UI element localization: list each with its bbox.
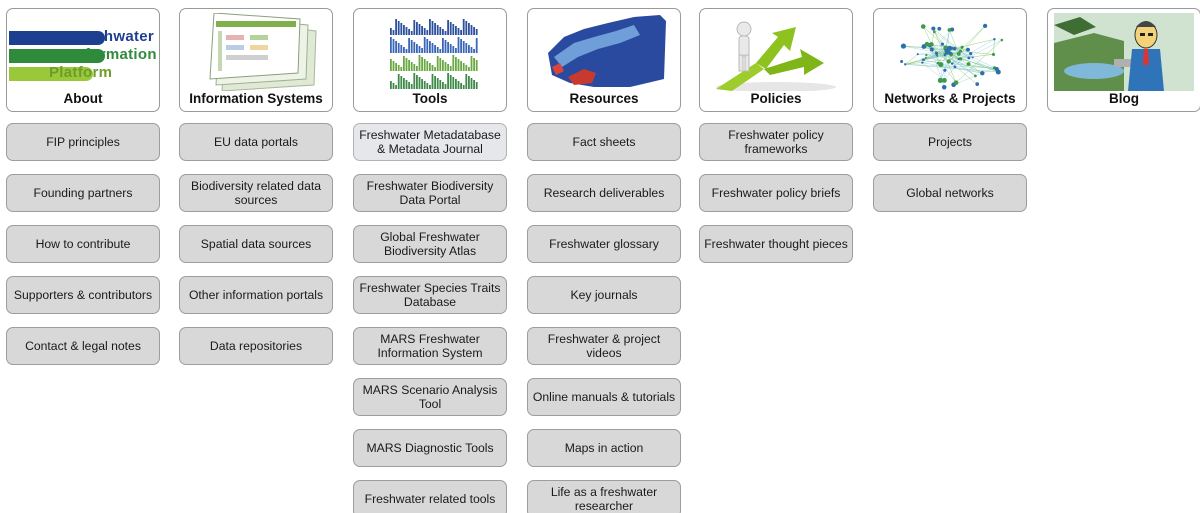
link-mars-diagnostic-tools[interactable]: MARS Diagnostic Tools	[353, 429, 507, 467]
link-policy-briefs[interactable]: Freshwater policy briefs	[699, 174, 853, 212]
link-global-networks[interactable]: Global networks	[873, 174, 1027, 212]
link-fact-sheets[interactable]: Fact sheets	[527, 123, 681, 161]
stacked-screens-image	[209, 13, 317, 91]
fip-logo-icon: Freshwater Information Platform	[9, 28, 159, 83]
link-metadatabase[interactable]: Freshwater Metadatabase & Metadata Journ…	[353, 123, 507, 161]
link-data-repositories[interactable]: Data repositories	[179, 327, 333, 365]
europe-map-image	[548, 15, 666, 87]
card-information-systems[interactable]: Information Systems	[179, 8, 333, 112]
bar-chart-image	[390, 19, 478, 89]
column-information-systems: Information Systems EU data portals Biod…	[179, 8, 333, 365]
link-contact-legal[interactable]: Contact & legal notes	[6, 327, 160, 365]
card-about[interactable]: Freshwater Information Platform About	[6, 8, 160, 112]
card-blog[interactable]: Blog	[1047, 8, 1200, 112]
card-information-systems-label: Information Systems	[189, 91, 323, 106]
column-resources: Resources Fact sheets Research deliverab…	[527, 8, 681, 513]
card-tools-label: Tools	[412, 91, 448, 106]
link-eu-data-portals[interactable]: EU data portals	[179, 123, 333, 161]
crossroads-arrow-image	[716, 21, 836, 91]
link-research-deliverables[interactable]: Research deliverables	[527, 174, 681, 212]
card-networks-projects[interactable]: Networks & Projects	[873, 8, 1027, 112]
network-graph-image	[900, 23, 1004, 90]
card-policies[interactable]: Policies	[699, 8, 853, 112]
column-blog: Blog	[1047, 8, 1200, 112]
card-networks-projects-label: Networks & Projects	[884, 91, 1016, 106]
card-about-label: About	[63, 91, 103, 106]
logo-line3: Platform	[49, 64, 113, 81]
link-project-videos[interactable]: Freshwater & project videos	[527, 327, 681, 365]
link-policy-frameworks[interactable]: Freshwater policy frameworks	[699, 123, 853, 161]
link-thought-pieces[interactable]: Freshwater thought pieces	[699, 225, 853, 263]
link-fip-principles[interactable]: FIP principles	[6, 123, 160, 161]
logo-line1: Freshwater	[71, 28, 155, 45]
link-species-traits[interactable]: Freshwater Species Traits Database	[353, 276, 507, 314]
link-other-information-portals[interactable]: Other information portals	[179, 276, 333, 314]
link-freshwater-glossary[interactable]: Freshwater glossary	[527, 225, 681, 263]
link-life-as-researcher[interactable]: Life as a freshwater researcher	[527, 480, 681, 513]
card-policies-label: Policies	[750, 91, 802, 106]
link-supporters-contributors[interactable]: Supporters & contributors	[6, 276, 160, 314]
logo-line2: Information	[71, 46, 157, 63]
link-spatial-data-sources[interactable]: Spatial data sources	[179, 225, 333, 263]
link-manuals-tutorials[interactable]: Online manuals & tutorials	[527, 378, 681, 416]
link-freshwater-related-tools[interactable]: Freshwater related tools	[353, 480, 507, 513]
card-blog-label: Blog	[1109, 91, 1139, 106]
column-tools: Tools Freshwater Metadatabase & Metadata…	[353, 8, 507, 513]
cartoon-presenter-image	[1054, 13, 1194, 91]
link-mars-information-system[interactable]: MARS Freshwater Information System	[353, 327, 507, 365]
link-key-journals[interactable]: Key journals	[527, 276, 681, 314]
column-policies: Policies Freshwater policy frameworks Fr…	[699, 8, 853, 263]
card-tools[interactable]: Tools	[353, 8, 507, 112]
column-about: Freshwater Information Platform About FI…	[6, 8, 160, 365]
card-resources[interactable]: Resources	[527, 8, 681, 112]
link-projects[interactable]: Projects	[873, 123, 1027, 161]
link-biodiversity-data-sources[interactable]: Biodiversity related data sources	[179, 174, 333, 212]
link-biodiversity-data-portal[interactable]: Freshwater Biodiversity Data Portal	[353, 174, 507, 212]
card-resources-label: Resources	[569, 91, 639, 106]
link-biodiversity-atlas[interactable]: Global Freshwater Biodiversity Atlas	[353, 225, 507, 263]
column-networks-projects: Networks & Projects Projects Global netw…	[873, 8, 1027, 212]
link-founding-partners[interactable]: Founding partners	[6, 174, 160, 212]
link-how-to-contribute[interactable]: How to contribute	[6, 225, 160, 263]
link-mars-scenario-tool[interactable]: MARS Scenario Analysis Tool	[353, 378, 507, 416]
link-maps-in-action[interactable]: Maps in action	[527, 429, 681, 467]
